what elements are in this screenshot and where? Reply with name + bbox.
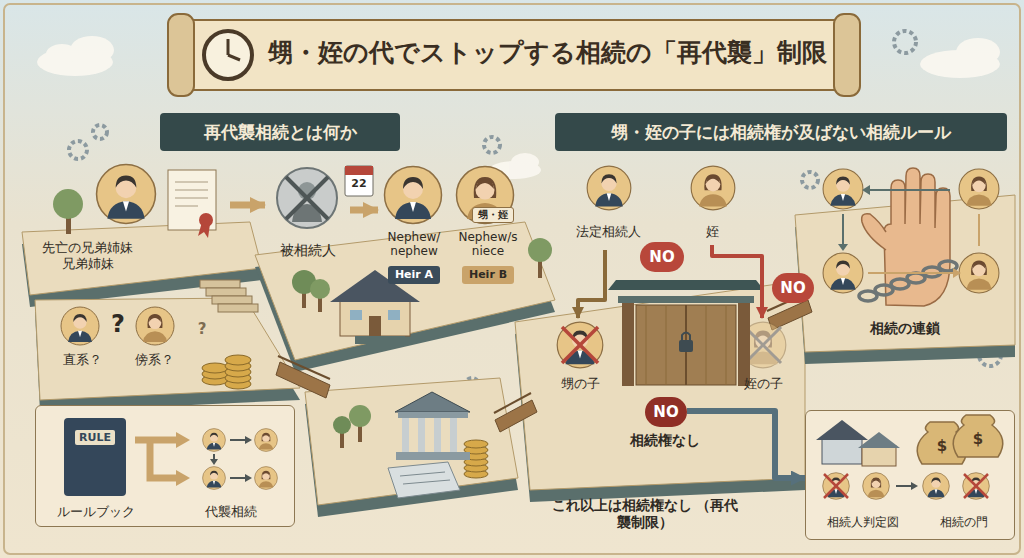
- person-node-label: 被相続人: [265, 242, 350, 259]
- lineage-label: 直系？: [46, 352, 118, 368]
- document-icon: [168, 170, 216, 238]
- relation-badge-text: 甥・姪: [478, 209, 508, 221]
- relation-badge: 甥・姪: [472, 207, 514, 223]
- no-badge-text: NO: [780, 279, 805, 297]
- heir-badge: Heir B: [462, 266, 514, 284]
- calendar-icon: [345, 166, 373, 196]
- stairs: [200, 280, 258, 312]
- connector-arrow: [712, 245, 762, 318]
- question-mark: ?: [192, 320, 212, 338]
- person-node: 法定相続人: [563, 162, 653, 250]
- money-symbol: $: [969, 430, 987, 448]
- chain-platform-label: 相続の連鎖: [855, 320, 955, 337]
- judgement-panel: 相続人判定図相続の門: [805, 410, 1015, 540]
- no-badge: NO: [640, 242, 684, 272]
- judgement-panel-label: 相続人判定図: [810, 515, 916, 529]
- bank: [388, 392, 470, 498]
- person-node-label: 甥の子: [545, 376, 615, 392]
- gate: [608, 280, 764, 386]
- status-label: 相続権なし: [600, 432, 730, 449]
- person-node-label: 先亡の兄弟姉妹 兄弟姉妹: [35, 240, 140, 271]
- rule-book-text: RULE: [75, 430, 115, 445]
- connector-arrow: [578, 250, 605, 318]
- connector-arrow: [230, 202, 265, 209]
- no-badge-text: NO: [649, 248, 674, 266]
- chain-platform: 相続の連鎖: [795, 160, 1015, 345]
- section-banner-text: 甥・姪の子には相続権が及ばない相続ルール: [611, 122, 951, 142]
- person-node-label: 法定相続人: [563, 224, 653, 240]
- person-node: 被相続人: [265, 160, 350, 265]
- heir-badge: Heir A: [388, 266, 440, 284]
- person-node-label: Nephew/ nephew: [378, 230, 450, 259]
- rule-book: RULE: [64, 418, 126, 496]
- judgement-panel-label: 相続の門: [918, 515, 1010, 529]
- rule-panel-art: [35, 405, 295, 527]
- rule-panel: ルールブック 代襲相続 RULE: [35, 405, 295, 527]
- heir-badge-text: Heir A: [395, 268, 433, 281]
- title-text: 甥・姪の代でストップする相続の「再代襲」制限: [262, 38, 832, 68]
- person-node-label: 姪の子: [728, 376, 798, 392]
- person-node: Nephew/ nephewHeir A: [378, 160, 450, 290]
- calendar-date: 22: [346, 177, 372, 190]
- rule-panel-label: ルールブック: [44, 504, 148, 520]
- heir-badge-text: Heir B: [469, 268, 507, 281]
- rule-note: これ以上は相続権なし （再代襲制限）: [550, 497, 740, 531]
- rule-panel-label: 代襲相続: [179, 504, 283, 520]
- connector-arrow: [350, 207, 378, 214]
- person-node: 姪の子: [728, 318, 798, 396]
- hand-chain: [838, 168, 979, 306]
- section-banner: 甥・姪の子には相続権が及ばない相続ルール: [555, 113, 1007, 151]
- person-node: Nephew/s niece 甥・姪 Heir B: [452, 160, 524, 290]
- person-node-label: 姪: [680, 224, 745, 240]
- person-node: 甥の子: [545, 318, 615, 396]
- person-node-label: Nephew/s niece: [452, 230, 524, 259]
- no-badge-text: NO: [653, 403, 678, 421]
- no-badge: NO: [645, 397, 687, 427]
- lineage-label: 傍系？: [118, 352, 190, 368]
- no-badge: NO: [772, 273, 814, 303]
- section-banner: 再代襲相続とは何か: [160, 113, 400, 151]
- person-node: 先亡の兄弟姉妹 兄弟姉妹: [35, 160, 230, 280]
- judgement-panel-art: [805, 410, 1015, 540]
- money-symbol: $: [933, 437, 951, 455]
- person-node: 姪: [680, 162, 745, 245]
- title-scroll: [168, 14, 860, 96]
- connector-arrow: [687, 411, 805, 478]
- people-icons: [61, 165, 999, 368]
- section-banner-text: 再代襲相続とは何か: [204, 122, 357, 142]
- question-mark: ?: [106, 310, 130, 339]
